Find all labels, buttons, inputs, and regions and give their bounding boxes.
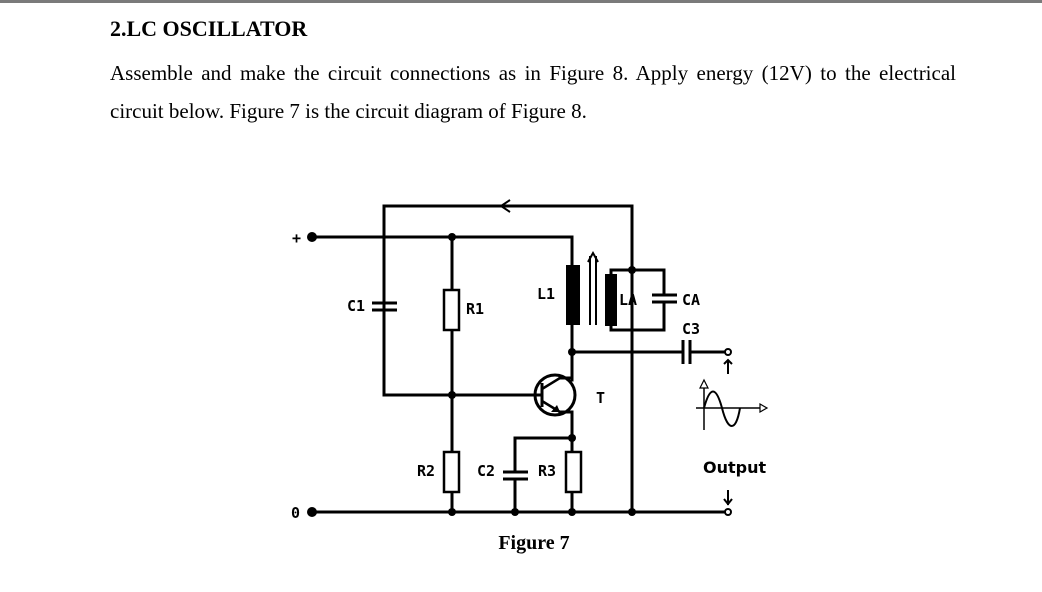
label-r3: R3 bbox=[538, 462, 556, 480]
c2-top-wire bbox=[513, 436, 574, 472]
label-c3: C3 bbox=[682, 320, 700, 338]
label-t: T bbox=[596, 389, 605, 407]
label-output: Output bbox=[703, 458, 766, 477]
junction-r2-bottom bbox=[448, 508, 456, 516]
r1-resistor bbox=[442, 288, 461, 332]
r2-resistor bbox=[442, 450, 461, 494]
output-waveform bbox=[696, 378, 769, 430]
junction-feedback-bottom bbox=[628, 508, 636, 516]
junction-c2-bottom bbox=[511, 508, 519, 516]
output-arrow-down bbox=[723, 498, 733, 506]
ground-terminal bbox=[307, 507, 317, 517]
output-terminal-top bbox=[724, 348, 732, 356]
l1-inductor bbox=[566, 265, 580, 325]
positive-terminal bbox=[307, 232, 317, 242]
section-heading: 2.LC OSCILLATOR bbox=[110, 16, 308, 41]
transistor-t bbox=[533, 373, 577, 417]
page-top-border bbox=[0, 0, 1042, 3]
ca-bottom-wire bbox=[630, 303, 666, 332]
label-r2: R2 bbox=[417, 462, 435, 480]
figure-caption: Figure 7 bbox=[498, 532, 570, 554]
r3-resistor bbox=[564, 450, 583, 494]
label-plus: + bbox=[292, 229, 301, 247]
core-adjust-arrow bbox=[587, 250, 599, 263]
feedback-arrow bbox=[499, 199, 511, 213]
label-l1: L1 bbox=[537, 285, 555, 303]
la-inductor bbox=[605, 274, 617, 326]
output-terminal-bottom bbox=[724, 508, 732, 516]
junction-r3-bottom bbox=[568, 508, 576, 516]
junction-collector bbox=[568, 348, 576, 356]
label-zero: 0 bbox=[291, 504, 300, 522]
collector-lead bbox=[558, 376, 574, 382]
label-la: LA bbox=[619, 291, 637, 309]
instruction-paragraph: Assemble and make the circuit connection… bbox=[110, 61, 956, 123]
junction-base bbox=[448, 391, 456, 399]
junction-r1-top bbox=[448, 233, 456, 241]
label-ca: CA bbox=[682, 291, 700, 309]
ca-top-wire bbox=[630, 268, 666, 294]
label-c2: C2 bbox=[477, 462, 495, 480]
label-c1: C1 bbox=[347, 297, 365, 315]
feedback-wire bbox=[382, 204, 634, 514]
la-top-wire bbox=[609, 268, 634, 276]
la-bottom-wire bbox=[609, 324, 634, 332]
label-r1: R1 bbox=[466, 300, 484, 318]
